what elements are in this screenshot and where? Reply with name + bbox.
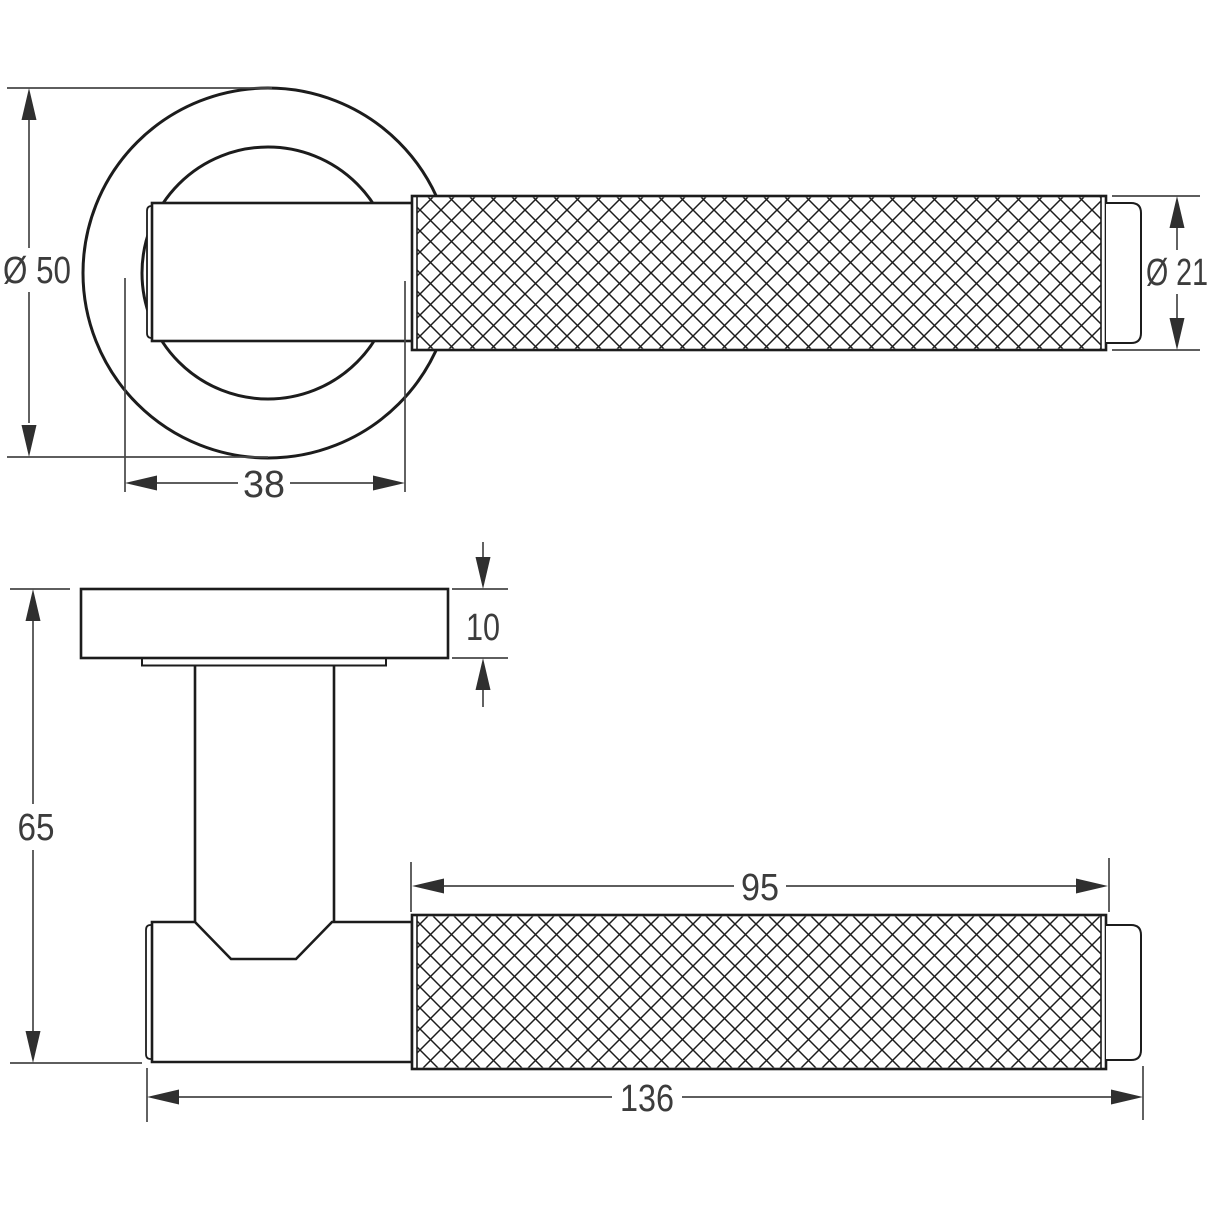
- dimension-label: 136: [620, 1078, 674, 1120]
- knurl-texture-plan: [417, 197, 1101, 349]
- dimension-rose-outer-diameter: Ø 50: [3, 87, 272, 458]
- side-view: [79, 587, 1142, 1071]
- arrow-left-icon: [125, 475, 157, 491]
- lever-bar-side: [150, 920, 414, 1064]
- knurl-end-rings-plan: [416, 196, 1102, 350]
- bar-end-cap-side: [1106, 924, 1142, 1061]
- extension-lines: [452, 588, 508, 659]
- lever-end-cap-side: [145, 924, 152, 1060]
- dimension-label: 38: [243, 464, 285, 506]
- arrow-up-icon: [1169, 196, 1185, 228]
- knurl-texture-side: [417, 916, 1101, 1068]
- extension-lines: [1112, 195, 1200, 351]
- neck-plan: [150, 201, 415, 343]
- arrow-right-icon: [1111, 1089, 1143, 1105]
- dimension-label: 95: [741, 867, 779, 909]
- dimension-overall-length: 136: [146, 1066, 1144, 1122]
- arrow-down-icon: [475, 557, 491, 589]
- extension-lines: [10, 588, 142, 1064]
- arrow-down-icon: [1169, 318, 1185, 350]
- rose-collar-lip: [141, 658, 387, 667]
- dimension-label: Ø 21: [1146, 252, 1208, 294]
- arrow-right-icon: [373, 475, 405, 491]
- dimension-rose-thickness: 10: [452, 542, 508, 707]
- arrow-down-icon: [21, 425, 37, 457]
- arrow-right-icon: [1076, 878, 1108, 894]
- dimension-rose-inner-width: 38: [124, 278, 406, 506]
- extension-lines: [124, 278, 406, 492]
- stem-side: [193, 666, 336, 922]
- arrow-up-icon: [21, 88, 37, 120]
- extension-lines: [7, 87, 272, 458]
- dimension-grip-length: 95: [410, 858, 1110, 912]
- dimension-label: 10: [466, 607, 500, 649]
- dimension-projection: 65: [10, 588, 142, 1064]
- arrow-left-icon: [412, 878, 444, 894]
- extension-lines: [410, 858, 1110, 912]
- dimension-label: Ø 50: [3, 250, 71, 292]
- arrow-down-icon: [25, 1031, 41, 1063]
- rose-side: [79, 587, 450, 660]
- plan-view: [81, 86, 1142, 460]
- extension-lines: [146, 1066, 1144, 1122]
- knurl-end-rings-side: [416, 915, 1102, 1069]
- dimension-bar-diameter: Ø 21: [1112, 195, 1208, 351]
- arrow-up-icon: [475, 658, 491, 690]
- arrow-left-icon: [147, 1089, 179, 1105]
- arrow-up-icon: [25, 589, 41, 621]
- dimension-label: 65: [18, 807, 55, 849]
- bar-end-cap-plan: [1106, 202, 1142, 344]
